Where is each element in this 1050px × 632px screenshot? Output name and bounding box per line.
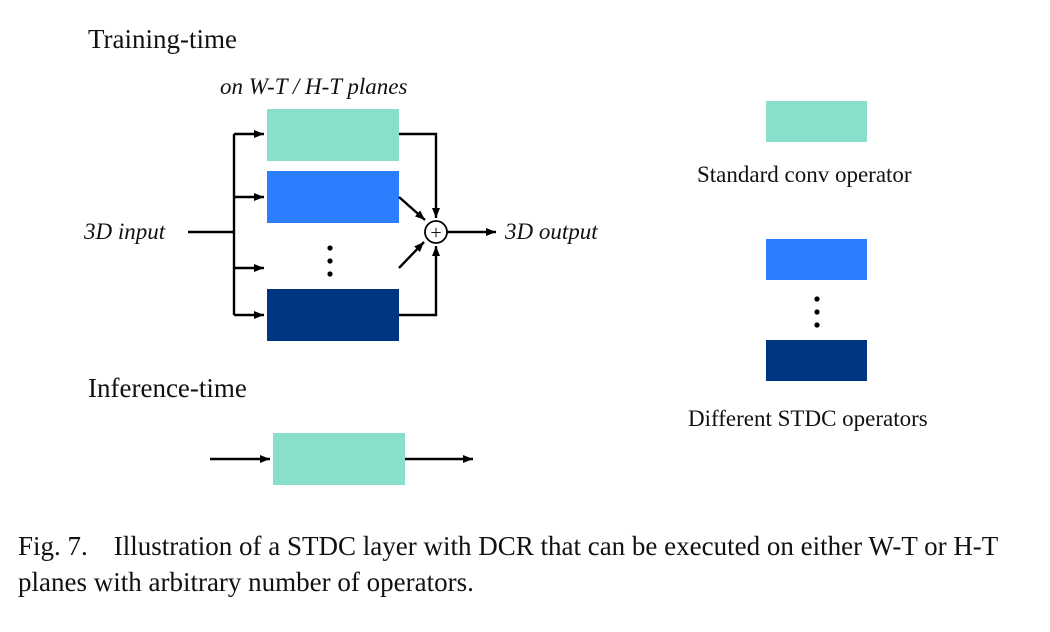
legend-ellipsis (814, 296, 820, 328)
legend-stdc-dark-swatch (766, 340, 867, 381)
input-label: 3D input (83, 219, 166, 244)
input-split-lines (188, 130, 264, 319)
output-label: 3D output (504, 219, 598, 244)
planes-label: on W-T / H-T planes (220, 74, 407, 99)
caption-label: Fig. 7. (18, 531, 88, 561)
legend-stdc-label: Different STDC operators (688, 406, 928, 431)
legend: Standard conv operator Different STDC op… (688, 101, 928, 431)
inference-time-title: Inference-time (88, 373, 247, 403)
legend-standard-label: Standard conv operator (697, 162, 912, 187)
sum-symbol: + (430, 222, 441, 244)
standard-conv-block (267, 109, 399, 161)
stdc-block-light (267, 171, 399, 223)
caption-text: Illustration of a STDC layer with DCR th… (18, 531, 998, 597)
legend-stdc-light-swatch (766, 239, 867, 280)
inference-standard-conv-block (273, 433, 405, 485)
stdc-block-dark (267, 289, 399, 341)
sum-node: + (424, 220, 448, 244)
figure-caption: Fig. 7.Illustration of a STDC layer with… (18, 528, 1038, 600)
merge-lines (398, 132, 440, 317)
legend-standard-swatch (766, 101, 867, 142)
training-ellipsis (327, 245, 333, 277)
training-time-title: Training-time (88, 24, 237, 54)
